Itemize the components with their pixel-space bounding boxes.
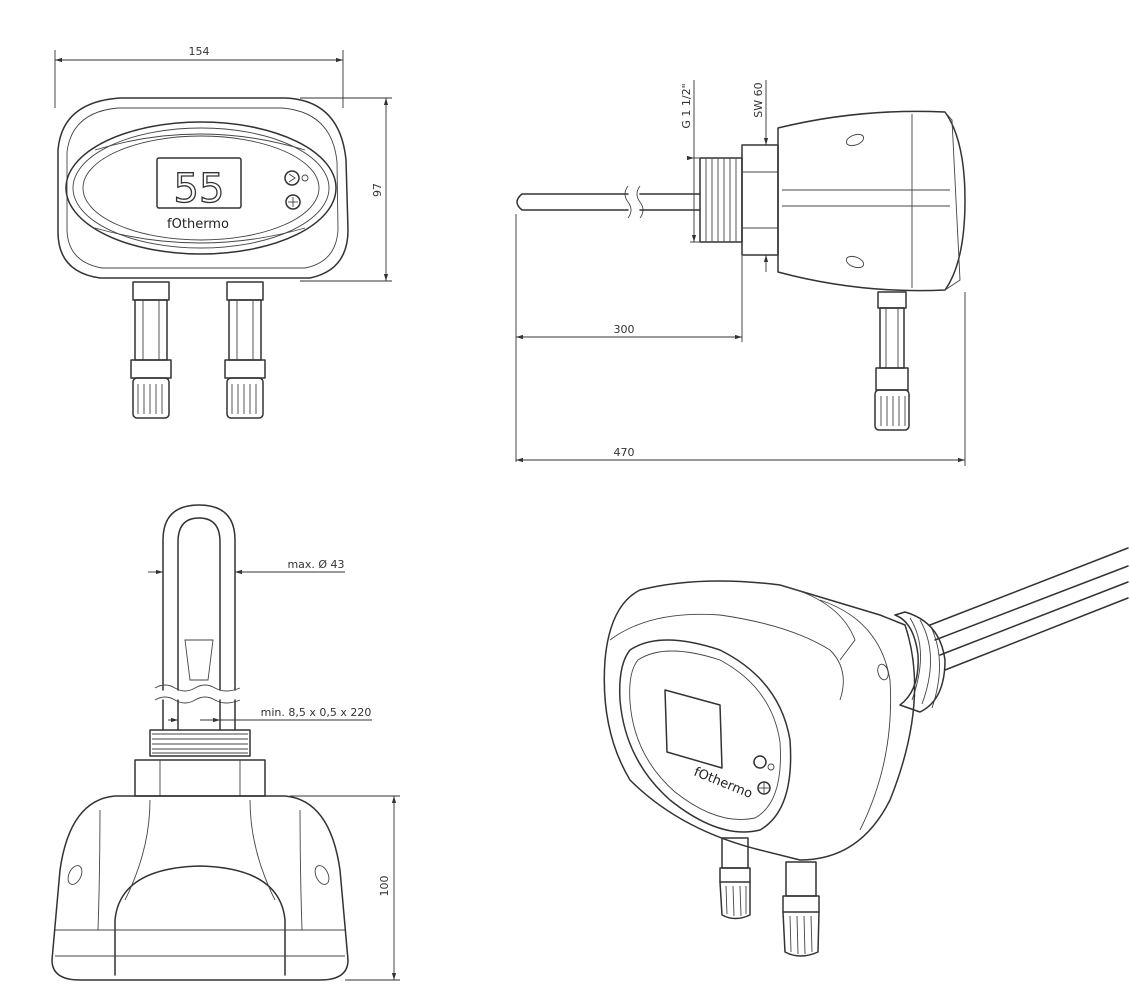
dimension-length-total-label: 470 bbox=[614, 446, 635, 459]
side-view: G 1 1/2" SW 60 300 470 bbox=[515, 80, 966, 466]
display-window bbox=[156, 157, 242, 209]
display-value: 55 bbox=[174, 166, 225, 212]
power-indicator-icon bbox=[301, 174, 309, 182]
mode-button-icon bbox=[284, 170, 300, 186]
bottom-thread bbox=[149, 729, 251, 757]
dimension-width-label: 154 bbox=[189, 45, 210, 58]
dimension-tube-spec-label: min. 8,5 x 0,5 x 220 bbox=[261, 706, 372, 719]
iso-rod-1 bbox=[929, 547, 1129, 626]
dimension-height-label: 97 bbox=[371, 183, 384, 197]
dimension-width: 154 bbox=[54, 45, 344, 108]
dimension-max-diameter-label: max. Ø 43 bbox=[287, 558, 344, 571]
dimension-wrench: SW 60 bbox=[752, 80, 769, 272]
u-tube-inner bbox=[177, 517, 221, 691]
dimension-thread: G 1 1/2" bbox=[680, 80, 700, 243]
cable-gland-left bbox=[130, 281, 172, 419]
plus-button-icon bbox=[285, 194, 301, 210]
iso-mode-button-icon bbox=[753, 755, 767, 769]
iso-cable-gland-right bbox=[782, 861, 820, 957]
dimension-thread-label: G 1 1/2" bbox=[680, 83, 693, 128]
dimension-tube-spec: min. 8,5 x 0,5 x 220 bbox=[168, 706, 372, 723]
bottom-view: max. Ø 43 min. 8,5 x 0,5 x 220 100 bbox=[51, 504, 400, 981]
u-tube-outer bbox=[162, 504, 236, 691]
iso-body-outline bbox=[603, 580, 916, 861]
iso-face-outline bbox=[618, 639, 792, 833]
dimension-bottom-height-label: 100 bbox=[378, 876, 391, 897]
dimension-length-element-label: 300 bbox=[614, 323, 635, 336]
hex-nut bbox=[741, 144, 779, 256]
dimension-bottom-height: 100 bbox=[290, 795, 400, 981]
dimension-max-diameter: max. Ø 43 bbox=[148, 558, 345, 575]
iso-cable-gland-left bbox=[719, 837, 751, 920]
bottom-arch bbox=[114, 865, 286, 976]
dimension-height: 97 bbox=[300, 97, 392, 282]
iso-thread bbox=[894, 611, 946, 713]
bottom-housing-outline bbox=[51, 795, 349, 981]
front-bezel bbox=[65, 121, 337, 255]
dimension-wrench-label: SW 60 bbox=[752, 82, 765, 117]
iso-display-window bbox=[664, 689, 723, 769]
side-housing-outline bbox=[777, 110, 966, 292]
heating-rod bbox=[516, 193, 629, 211]
cable-gland-right bbox=[224, 281, 266, 419]
dimension-length-total: 470 bbox=[516, 292, 966, 466]
housing-inner-line bbox=[66, 107, 339, 269]
front-view: 154 97 55 fOthermo bbox=[54, 45, 392, 419]
isometric-view: fOthermo bbox=[603, 547, 1129, 957]
dimension-length-element: 300 bbox=[515, 214, 743, 462]
side-cable-gland bbox=[874, 291, 910, 431]
housing-outline bbox=[57, 97, 349, 279]
iso-brand-logo: fOthermo bbox=[692, 765, 755, 802]
iso-plus-button-icon bbox=[757, 781, 771, 795]
brand-logo: fOthermo bbox=[167, 217, 229, 232]
bottom-nut bbox=[134, 759, 266, 797]
